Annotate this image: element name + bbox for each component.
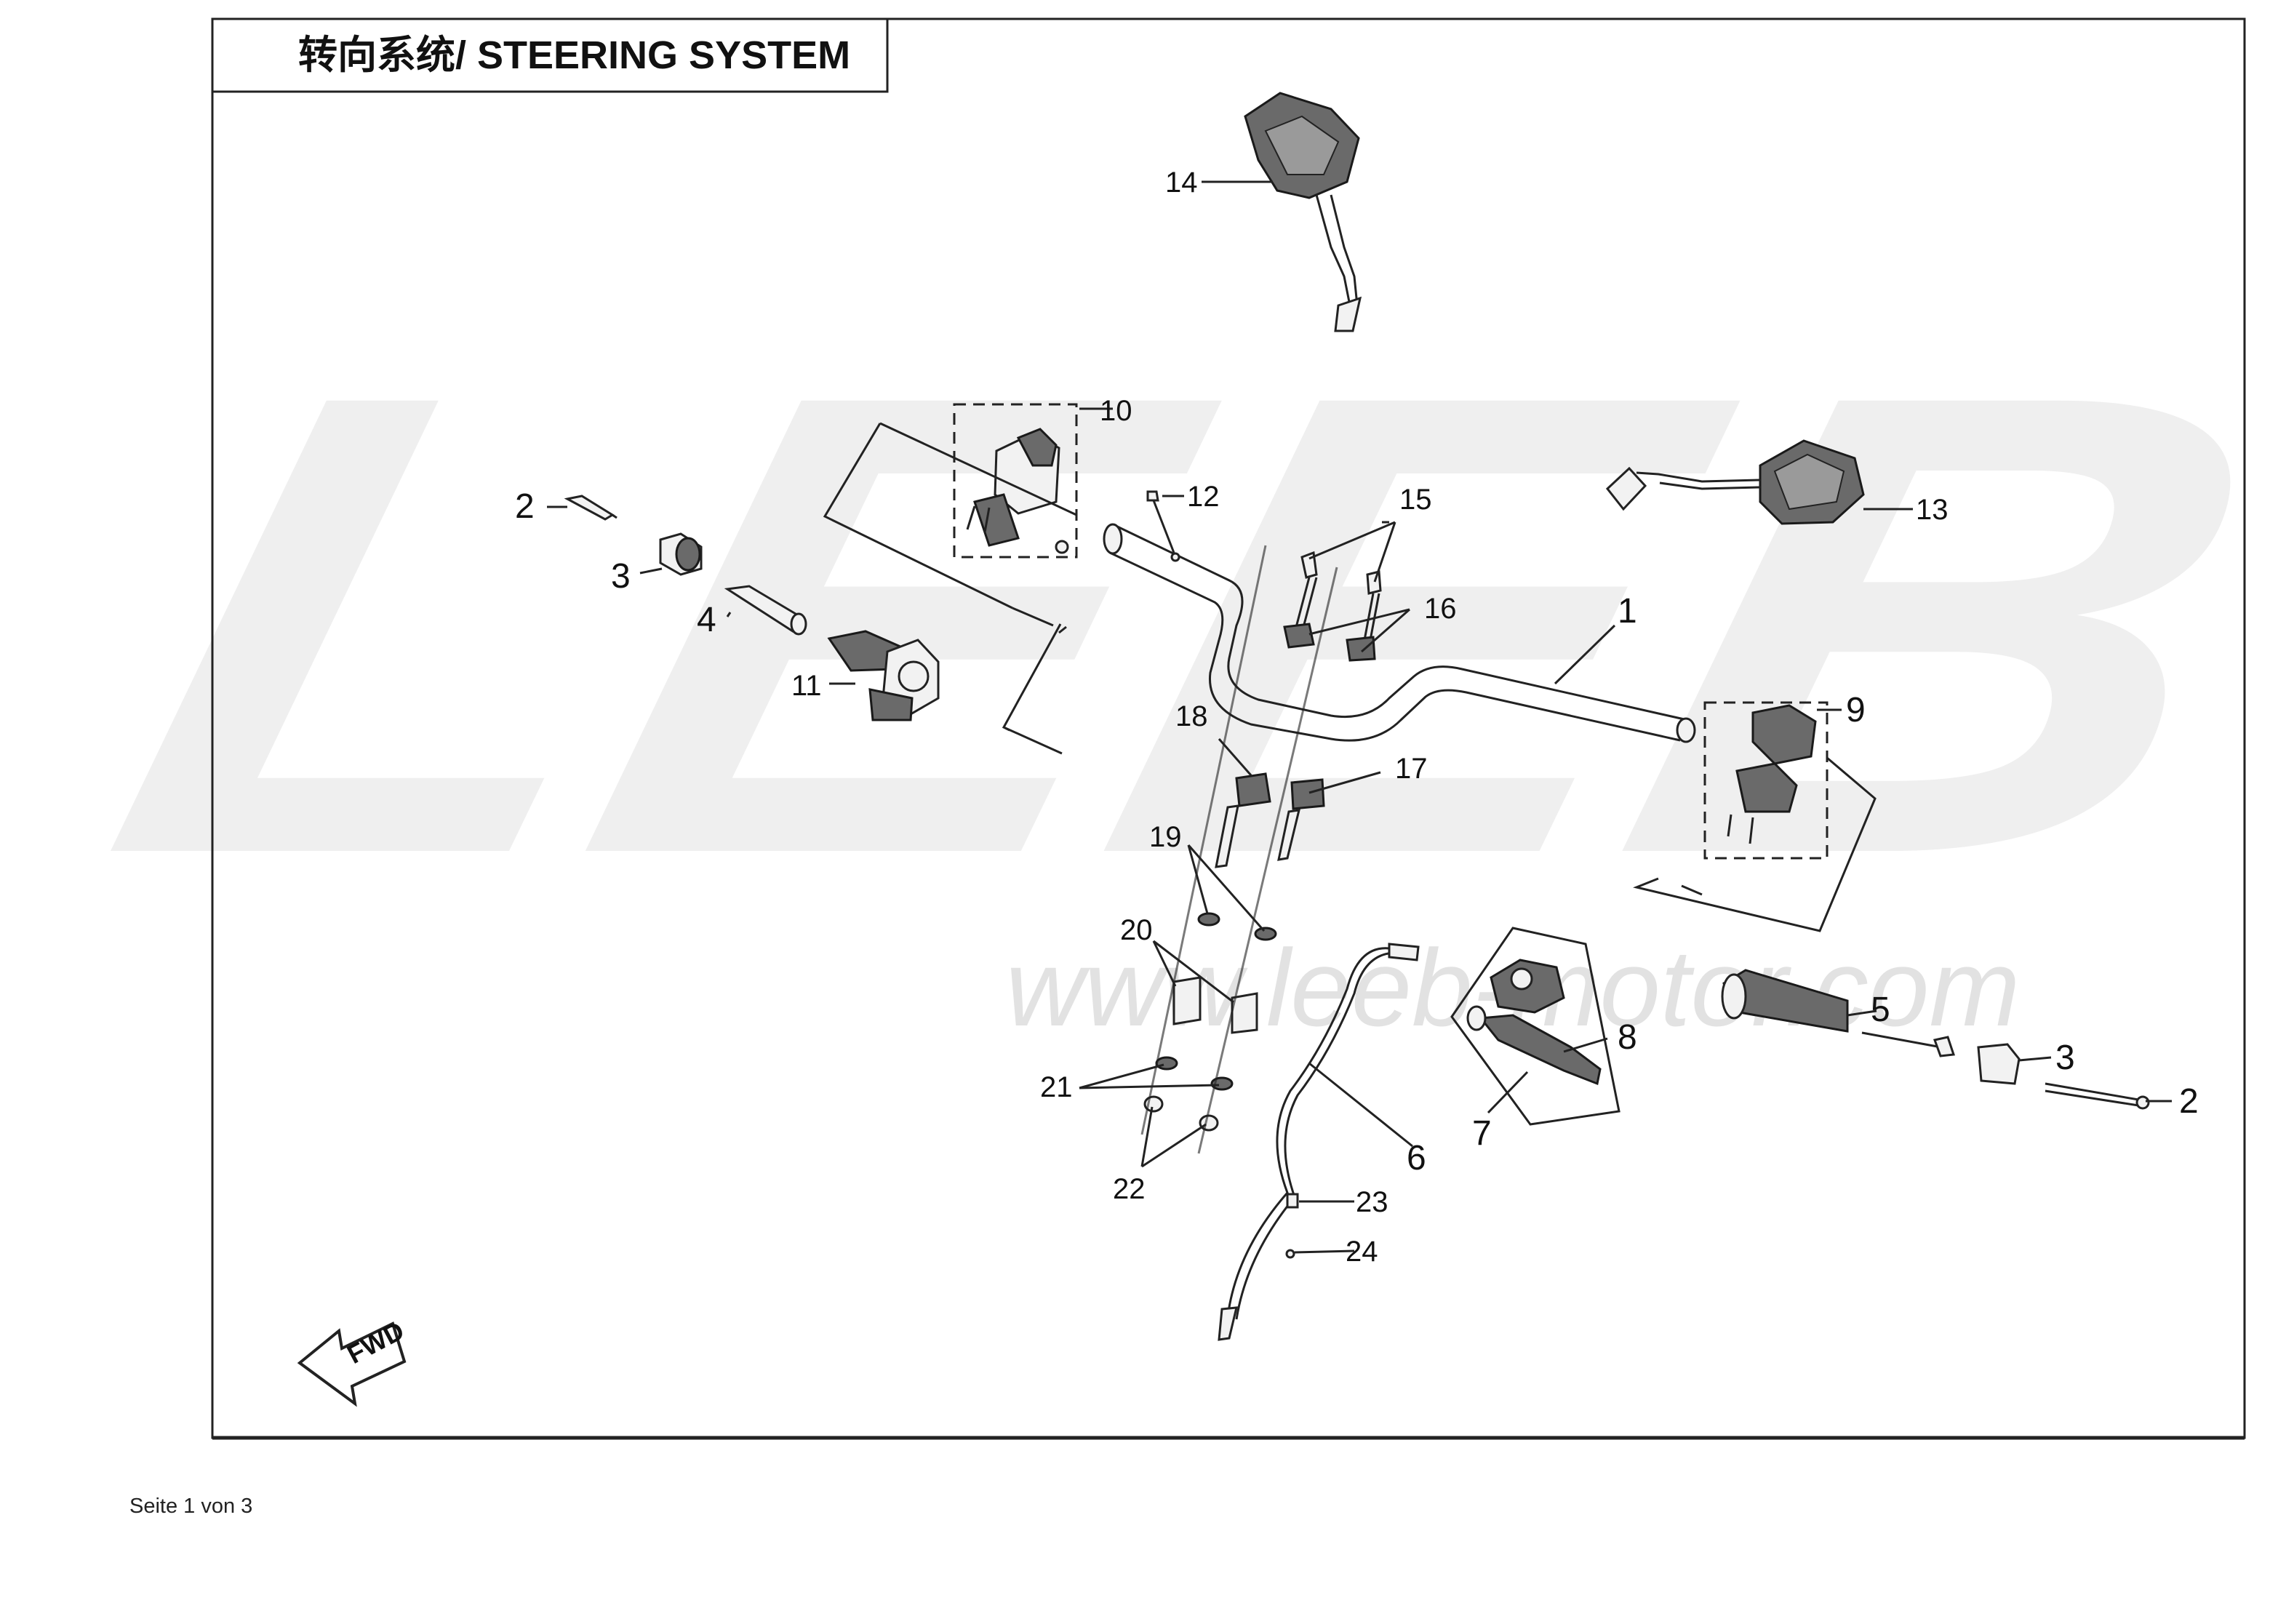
callout-12: 12 bbox=[1187, 481, 1220, 513]
callout-21: 21 bbox=[1040, 1071, 1073, 1103]
part-throttle-tube bbox=[724, 585, 807, 636]
callout-5: 5 bbox=[1871, 991, 1890, 1029]
right-exploded-outline bbox=[1633, 756, 1877, 932]
left-exploded-outline bbox=[823, 422, 1077, 755]
part-left-switch-housing bbox=[953, 403, 1078, 559]
callout-9: 9 bbox=[1846, 691, 1866, 729]
part-bar-end-bolt-right bbox=[2045, 1082, 2150, 1110]
part-small-fasteners bbox=[1285, 1193, 1299, 1259]
part-mirror-left bbox=[1244, 92, 1362, 332]
part-grip-right bbox=[1721, 969, 1950, 1050]
callout-24: 24 bbox=[1346, 1236, 1378, 1268]
part-screw-12 bbox=[1146, 490, 1180, 562]
callout-17: 17 bbox=[1395, 753, 1428, 785]
callout-19: 19 bbox=[1149, 821, 1182, 853]
callout-14: 14 bbox=[1165, 167, 1198, 199]
fwd-arrow-icon: FWD bbox=[297, 1315, 409, 1407]
callout-8: 8 bbox=[1618, 1018, 1637, 1057]
callout-20: 20 bbox=[1120, 914, 1153, 946]
part-mirror-right bbox=[1605, 439, 1865, 525]
part-right-switch-housing bbox=[1703, 701, 1829, 860]
callout-22: 22 bbox=[1113, 1173, 1146, 1205]
riser-axis-lines bbox=[1140, 545, 1338, 1154]
callout-11: 11 bbox=[791, 670, 822, 702]
part-throttle-housing bbox=[827, 630, 940, 721]
part-clutch-lever bbox=[1466, 959, 1602, 1086]
callout-16: 16 bbox=[1424, 593, 1457, 625]
diagram-title: 转向系统/ STEERING SYSTEM bbox=[298, 33, 850, 77]
part-bar-end-weight-left bbox=[659, 532, 703, 576]
callout-13: 13 bbox=[1916, 494, 1949, 526]
callout-18: 18 bbox=[1175, 700, 1208, 732]
lever-outline bbox=[1450, 927, 1620, 1126]
callouts: 1 2 2 3 3 4 5 6 7 8 9 10 11 12 13 14 15 … bbox=[515, 167, 2199, 1268]
callout-2-right: 2 bbox=[2179, 1082, 2199, 1121]
callout-1: 1 bbox=[1618, 592, 1637, 631]
part-handlebar bbox=[1103, 523, 1696, 743]
leader-lines bbox=[547, 180, 2172, 1254]
callout-10: 10 bbox=[1100, 395, 1132, 427]
callout-6: 6 bbox=[1407, 1139, 1426, 1177]
callout-15: 15 bbox=[1399, 484, 1432, 516]
part-riser-rubbers bbox=[1143, 912, 1277, 1132]
callout-4: 4 bbox=[697, 601, 716, 639]
callout-2-left: 2 bbox=[515, 487, 535, 526]
watermark-logo: LEEB bbox=[63, 259, 2278, 990]
part-bar-end-bolt-left bbox=[564, 495, 618, 521]
part-clutch-cable bbox=[1218, 943, 1420, 1341]
part-bar-end-weight-right bbox=[1933, 1036, 2021, 1085]
part-upper-clamps bbox=[1283, 623, 1376, 662]
callout-23: 23 bbox=[1356, 1186, 1388, 1218]
callout-3-right: 3 bbox=[2055, 1039, 2075, 1077]
callout-7: 7 bbox=[1472, 1114, 1492, 1153]
page-footer: Seite 1 von 3 bbox=[129, 1495, 253, 1518]
title-box bbox=[211, 17, 889, 93]
watermark: LEEB www.leeb-motor.com bbox=[63, 259, 2278, 1049]
callout-3-left: 3 bbox=[611, 557, 631, 596]
part-lower-clamps bbox=[1215, 772, 1325, 868]
